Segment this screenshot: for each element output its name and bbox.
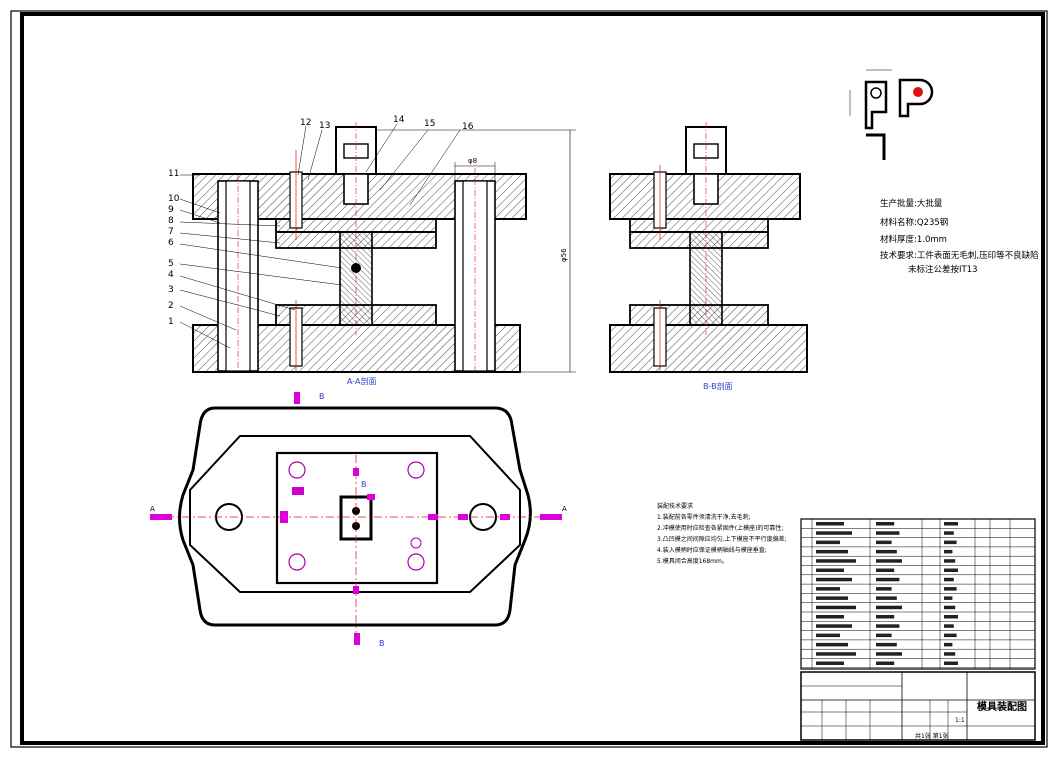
spec-tolerance: 未标注公差按IT13 [908,264,978,275]
parts-list-cell-text-block [944,624,954,628]
parts-list-cell-text-block [816,596,848,600]
top-view [150,392,562,645]
part-label-6: 6 [168,238,174,248]
parts-list-cell-text-block [816,615,844,619]
parts-list-cell-text-block [816,522,844,526]
parts-list-cell-text-block [816,587,840,591]
section-label-aa: A-A剖面 [347,376,376,386]
part-label-4: 4 [168,270,174,280]
parts-list-cell-text-block [944,540,957,545]
part-label-15: 15 [424,119,435,129]
section-view-bb [609,122,808,373]
drawing-sheet: 共1张 第1张 [915,732,949,740]
parts-list-cell-text-block [876,642,897,647]
parts-list-cell-text-block [876,661,895,665]
parts-list-cell-text-block [876,559,902,563]
parts-list-cell-text-block [876,587,892,591]
note-5: 5.模具闭合高度168mm。 [657,557,728,565]
part-label-14: 14 [393,115,405,125]
height-dimension: φ56 [560,248,568,262]
parts-list-cell-text-block [944,568,958,572]
spec-thickness: 材料厚度:1.0mm [880,234,947,245]
part-numbers: 1 2 3 4 5 6 7 8 9 10 11 12 13 14 15 16 φ… [168,115,568,327]
section-view-aa [179,122,576,373]
parts-list-cell-text-block [876,624,900,628]
parts-list-cell-text-block [876,568,895,572]
parts-list-cell-text-block [816,568,844,572]
drawing-scale: 1:1 [955,717,965,724]
part-label-1: 1 [168,317,174,327]
parts-list-cell-text-block [816,624,852,628]
title-block: 模具装配图 1:1 共1张 第1张 [800,671,1036,741]
parts-list-cell-text-block [816,633,840,638]
part-label-2: 2 [168,301,174,311]
parts-list-cell-text-block [876,652,902,656]
specifications: 生产批量:大批量 材料名称:Q235钢 材料厚度:1.0mm 技术要求:工件表面… [880,198,1039,275]
parts-list-cell-text-block [944,633,957,638]
view-marker-a-left: A [150,505,155,513]
parts-list-cell-text-block [944,549,953,554]
parts-list-cell-text-block [876,540,892,545]
note-4: 4.装入模柄时应保证模柄轴线与模座垂直; [657,546,767,554]
part-label-7: 7 [168,227,174,237]
parts-list-cell-text-block [876,522,895,526]
parts-list-cell-text-block [876,605,902,610]
part-label-12: 12 [300,118,311,128]
drawing-title: 模具装配图 [977,700,1027,713]
section-label-bb: B-B剖面 [703,381,733,391]
part-label-8: 8 [168,216,174,226]
parts-list-cell-text-block [816,605,856,610]
notes-title: 装配技术要求 [657,502,693,510]
view-marker-a-right: A [562,505,567,513]
width-dimension: φ8 [468,157,477,165]
parts-list-cell-text-block [816,540,840,545]
parts-list-cell-text-block [944,615,958,619]
spec-tech-req: 技术要求:工件表面无毛刺,压印等不良缺陷 [880,250,1039,261]
note-1: 1.装配前各零件须清洗干净,去毛刺; [657,513,751,521]
parts-list-cell-text-block [816,652,856,656]
parts-list-cell-text-block [944,596,953,600]
parts-list-cell-text-block [876,615,895,619]
inner-border [20,12,1045,745]
parts-list-cell-text-block [944,605,956,610]
part-label-13: 13 [319,121,330,131]
part-label-5: 5 [168,259,174,269]
part-label-16: 16 [462,122,474,132]
parts-list-cell-text-block [944,642,953,647]
parts-list-cell-text-block [944,531,954,535]
part-profile [849,69,934,160]
view-marker-b-top: B [319,392,325,401]
assembly-notes: 装配技术要求 1.装配前各零件须清洗干净,去毛刺; 2.冲模使用时应检查各紧固件… [657,502,787,565]
parts-list-cell-text-block [876,596,897,600]
outer-border [10,10,1048,748]
parts-list-cell-text-block [876,633,892,638]
parts-list-cell-text-block [816,559,856,563]
note-3: 3.凸凹模之间间隙应均匀,上下模座不平行度偏差; [657,535,787,543]
parts-list-cell-text-block [816,661,844,665]
parts-list-cell-text-block [944,577,954,582]
parts-list-cell-text-block [944,559,956,563]
parts-list-cell-text-block [944,652,956,656]
parts-list-cell-text-block [876,549,897,554]
part-label-11: 11 [168,169,179,179]
view-marker-b-inner: B [361,480,367,489]
parts-list-cell-text-block [944,661,958,665]
spec-material: 材料名称:Q235钢 [880,217,948,228]
parts-list-cell-text-block [816,531,852,535]
spec-batch: 生产批量:大批量 [880,198,943,209]
view-marker-b-bottom: B [379,639,385,648]
parts-list-cell-text-block [816,577,852,582]
parts-list-cell-text-block [816,642,848,647]
parts-list-cell-text-block [876,531,900,535]
parts-list-cell-text-block [876,577,900,582]
note-2: 2.冲模使用时应检查各紧固件(上模座)的可靠性; [657,524,783,532]
part-label-10: 10 [168,194,180,204]
part-label-9: 9 [168,205,174,215]
parts-list-cell-text-block [816,549,848,554]
part-label-3: 3 [168,285,174,295]
parts-list-cell-text-block [944,587,957,591]
parts-list [800,518,1036,670]
parts-list-cell-text-block [944,522,958,526]
